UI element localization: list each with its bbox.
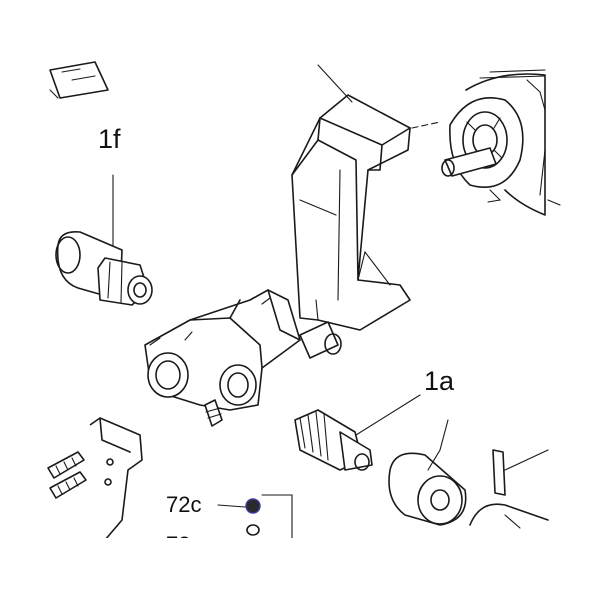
assembly-dash-line-gear <box>411 121 441 129</box>
mounting-plate <box>87 417 143 546</box>
screws <box>47 451 87 499</box>
callout-1a: 1a <box>424 366 455 396</box>
small-pin <box>492 449 549 496</box>
round-plug <box>388 419 467 526</box>
gear-assembly <box>441 69 561 216</box>
callout-1f: 1f <box>98 124 121 154</box>
bottom-right-partial-part <box>469 503 549 529</box>
part-1a-valve <box>294 394 421 471</box>
leader-1a <box>347 394 421 441</box>
crop-mask <box>0 538 600 600</box>
part-1f-connector <box>55 174 153 306</box>
callout-72c: 72c <box>166 492 201 517</box>
part-72c <box>217 494 293 549</box>
leader-72c <box>217 504 246 508</box>
top-left-partial-part <box>49 61 109 99</box>
valve-body <box>144 289 301 427</box>
bracket-pin <box>299 321 342 359</box>
main-bracket <box>291 64 411 331</box>
